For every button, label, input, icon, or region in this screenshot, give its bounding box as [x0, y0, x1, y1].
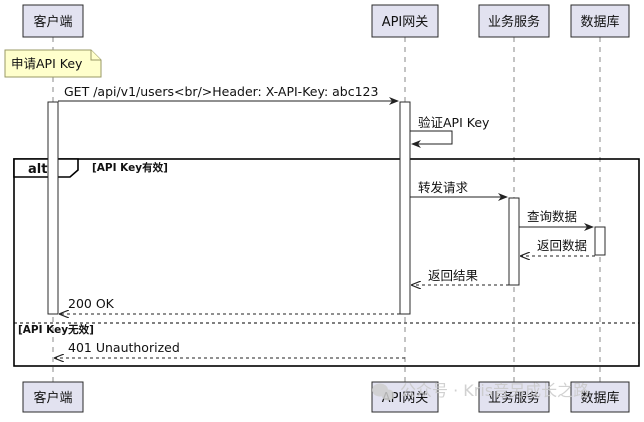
participant-service-bottom — [478, 381, 550, 413]
alt-guard-valid: [API Key有效] — [92, 161, 168, 174]
alt-tab — [13, 158, 79, 178]
message-m8-label: 401 Unauthorized — [68, 340, 180, 355]
activation-gateway — [399, 101, 411, 315]
note-box — [4, 49, 102, 78]
message-m3-label: 转发请求 — [418, 180, 469, 195]
message-m4-label: 查询数据 — [527, 209, 577, 224]
participant-client-label-bottom: 客户端 — [33, 390, 72, 406]
participants-top: 客户端 API网关 业务服务 数据库 — [22, 4, 630, 38]
note-text: 申请API Key — [11, 56, 83, 71]
activation-service — [508, 197, 520, 286]
participant-db-top — [570, 4, 630, 38]
alt-fragment: alt [API Key有效] [API Key无效] — [13, 158, 640, 367]
participant-gateway-label: API网关 — [382, 15, 429, 30]
message-m6-label: 返回结果 — [428, 268, 479, 283]
watermark: 公众号 · Kris音另成长之路 — [372, 381, 589, 401]
messages: GET /api/v1/users<br/>Header: X-API-Key:… — [55, 84, 595, 358]
alt-guard-invalid: [API Key无效] — [18, 323, 94, 336]
note-fold — [90, 50, 101, 61]
participant-db-bottom — [570, 381, 630, 413]
activations — [47, 101, 606, 315]
participant-gateway-top — [371, 4, 439, 38]
alt-frame — [13, 158, 640, 367]
activation-db — [594, 226, 606, 256]
activation-client — [47, 101, 59, 315]
note: 申请API Key — [4, 49, 102, 78]
participant-client-top — [22, 4, 84, 38]
participant-db-label-bottom: 数据库 — [580, 390, 619, 406]
participant-service-label: 业务服务 — [488, 14, 540, 30]
message-m1-label: GET /api/v1/users<br/>Header: X-API-Key:… — [64, 84, 378, 99]
participants-bottom: 客户端 API网关 业务服务 数据库 — [22, 381, 630, 413]
alt-operator: alt — [28, 162, 47, 177]
participant-service-label-bottom: 业务服务 — [488, 390, 540, 406]
participant-client-bottom — [22, 381, 84, 413]
watermark-text: 公众号 · Kris音另成长之路 — [400, 381, 589, 400]
participant-db-label: 数据库 — [580, 14, 619, 30]
wechat-icon — [372, 383, 395, 401]
participant-client-label: 客户端 — [33, 14, 72, 30]
participant-service-top — [478, 4, 550, 38]
message-m2-arrow — [410, 130, 453, 148]
message-m5-label: 返回数据 — [537, 238, 587, 253]
message-m2-label: 验证API Key — [418, 115, 490, 130]
message-m7-label: 200 OK — [68, 296, 115, 311]
